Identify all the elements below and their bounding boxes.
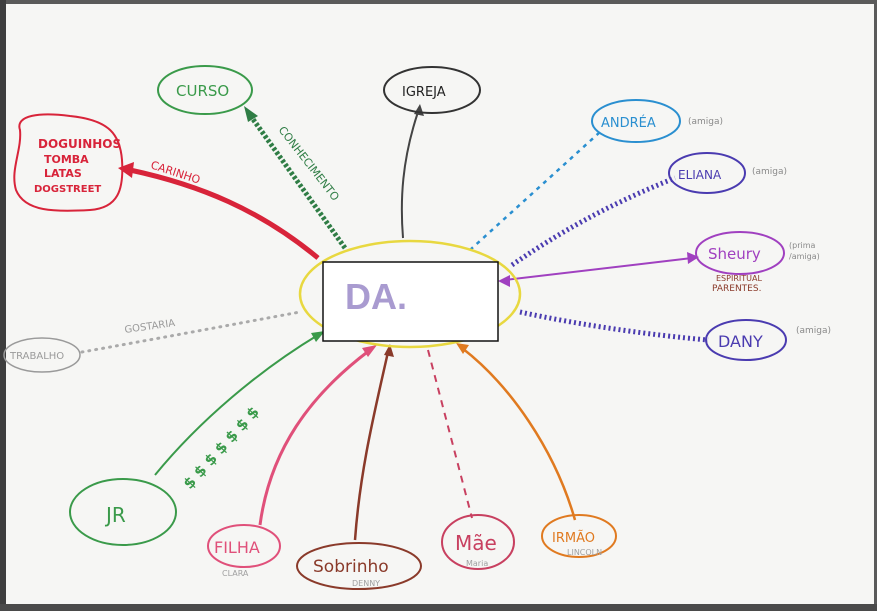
link-sheury [504,257,693,281]
label-espiritual: ESPIRITUAL [716,274,762,283]
node-curso-label: CURSO [176,82,229,100]
link-dany [519,309,709,343]
node-sheury-label: Sheury [708,245,761,263]
node-trabalho [3,337,81,373]
arrowhead-curso [244,106,258,122]
node-curso [157,65,253,115]
node-sheury [695,231,785,275]
label-parentes: PARENTES. [712,284,761,294]
node-eliana-label: ELIANA [678,168,722,182]
node-jr-label: JR [104,503,126,527]
center-box [322,261,499,342]
paper-dark-edge [0,0,6,611]
link-trabalho [80,310,302,354]
node-mae [441,514,515,570]
node-igreja-label: IGREJA [402,85,446,100]
node-sobrinho [296,542,422,590]
link-jr [154,334,319,476]
link-andrea [469,131,601,251]
arrowhead-jr [311,331,325,342]
arrowhead-filha [362,345,377,357]
node-doguinhos-line4: DOGSTREET [34,184,101,195]
arrowhead-doguinhos [118,162,134,178]
node-trabalho-label: TRABALHO [9,351,64,362]
node-irmao [541,514,617,558]
node-filha [207,524,281,568]
link-mae [427,349,473,519]
arrowhead-sheury-right [687,252,699,264]
node-igreja [383,66,481,114]
arrowhead-sobrinho [384,344,394,357]
center-ellipse [298,239,522,349]
link-curso [247,113,348,250]
node-sheury-note1: (prima [789,241,816,250]
node-sheury-note2: /amiga) [789,252,820,261]
node-sobrinho-sub: DENNY [352,579,380,588]
link-filha [258,348,371,526]
node-andrea [591,99,681,143]
node-doguinhos-line3: LATAS [44,167,82,180]
node-mae-sub: Maria [466,559,488,568]
node-filha-label: FILHA [214,538,260,557]
node-eliana-note: (amiga) [752,167,787,177]
node-dany [705,319,787,361]
link-irmao [461,347,577,521]
node-irmao-label: IRMÃO [552,530,595,546]
node-irmao-sub: LINCOLN [567,548,602,557]
node-andrea-note: (amiga) [688,117,723,127]
node-doguinhos-line2: TOMBA [44,153,89,166]
node-eliana [668,152,746,194]
link-sobrinho [353,351,390,541]
node-filha-sub: CLARA [222,569,249,578]
arrowhead-irmao [456,343,469,354]
arrowhead-sheury-left [498,275,510,287]
link-eliana [510,175,676,268]
node-dany-note: (amiga) [796,326,831,336]
node-jr [69,478,177,546]
node-dany-label: DANY [718,332,763,351]
table-edge [0,604,877,611]
node-doguinhos-line1: DOGUINHOS [38,137,121,151]
node-sobrinho-label: Sobrinho [313,557,389,577]
node-andrea-label: ANDRÉA [601,115,656,131]
link-doguinhos [129,167,320,260]
node-mae-label: Mãe [455,531,497,555]
center-label: DA. [345,276,407,317]
node-doguinhos [13,113,124,212]
link-igreja [400,111,419,239]
